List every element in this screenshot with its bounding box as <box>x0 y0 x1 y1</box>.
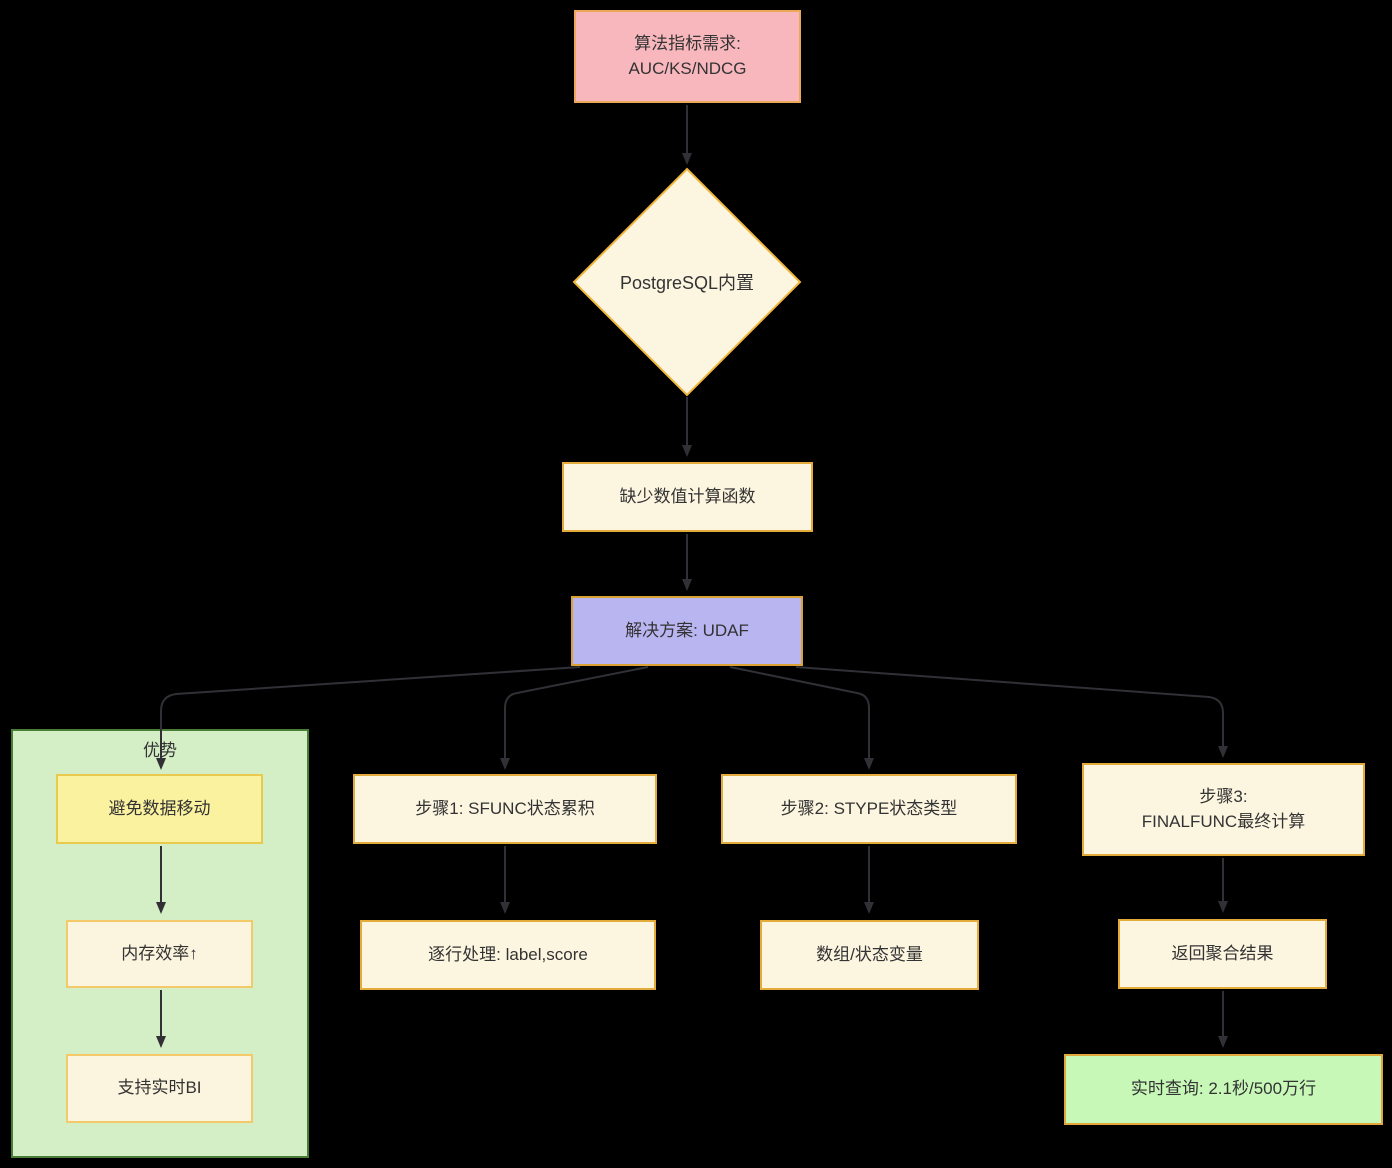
node-algorithm-requirement: 算法指标需求: AUC/KS/NDCG <box>574 10 801 103</box>
node-memory-efficiency: 内存效率↑ <box>66 920 253 988</box>
node-solution-udaf: 解决方案: UDAF <box>571 596 803 666</box>
node-step2-stype: 步骤2: STYPE状态类型 <box>721 774 1017 844</box>
node-realtime-bi-support: 支持实时BI <box>66 1054 253 1123</box>
decision-diamond-shape <box>572 167 802 397</box>
edge-udaf-to-step2 <box>729 666 874 770</box>
node-step1-sfunc: 步骤1: SFUNC状态累积 <box>353 774 657 844</box>
node-step3-finalfunc: 步骤3: FINALFUNC最终计算 <box>1082 763 1365 856</box>
edge-udaf-to-step3 <box>795 666 1228 758</box>
node-realtime-query-result: 实时查询: 2.1秒/500万行 <box>1064 1054 1383 1125</box>
node-missing-numeric-functions: 缺少数值计算函数 <box>562 462 813 532</box>
edge-udaf-to-step1 <box>500 666 649 770</box>
node-step3-detail: 返回聚合结果 <box>1118 919 1327 989</box>
node-step2-detail: 数组/状态变量 <box>760 920 979 990</box>
edge-udaf-to-advantages <box>156 666 581 770</box>
node-avoid-data-movement: 避免数据移动 <box>56 774 263 844</box>
node-postgresql-builtin-decision: PostgreSQL内置 <box>619 273 755 293</box>
node-step1-detail: 逐行处理: label,score <box>360 920 656 990</box>
subgraph-advantages-label: 优势 <box>143 741 177 760</box>
